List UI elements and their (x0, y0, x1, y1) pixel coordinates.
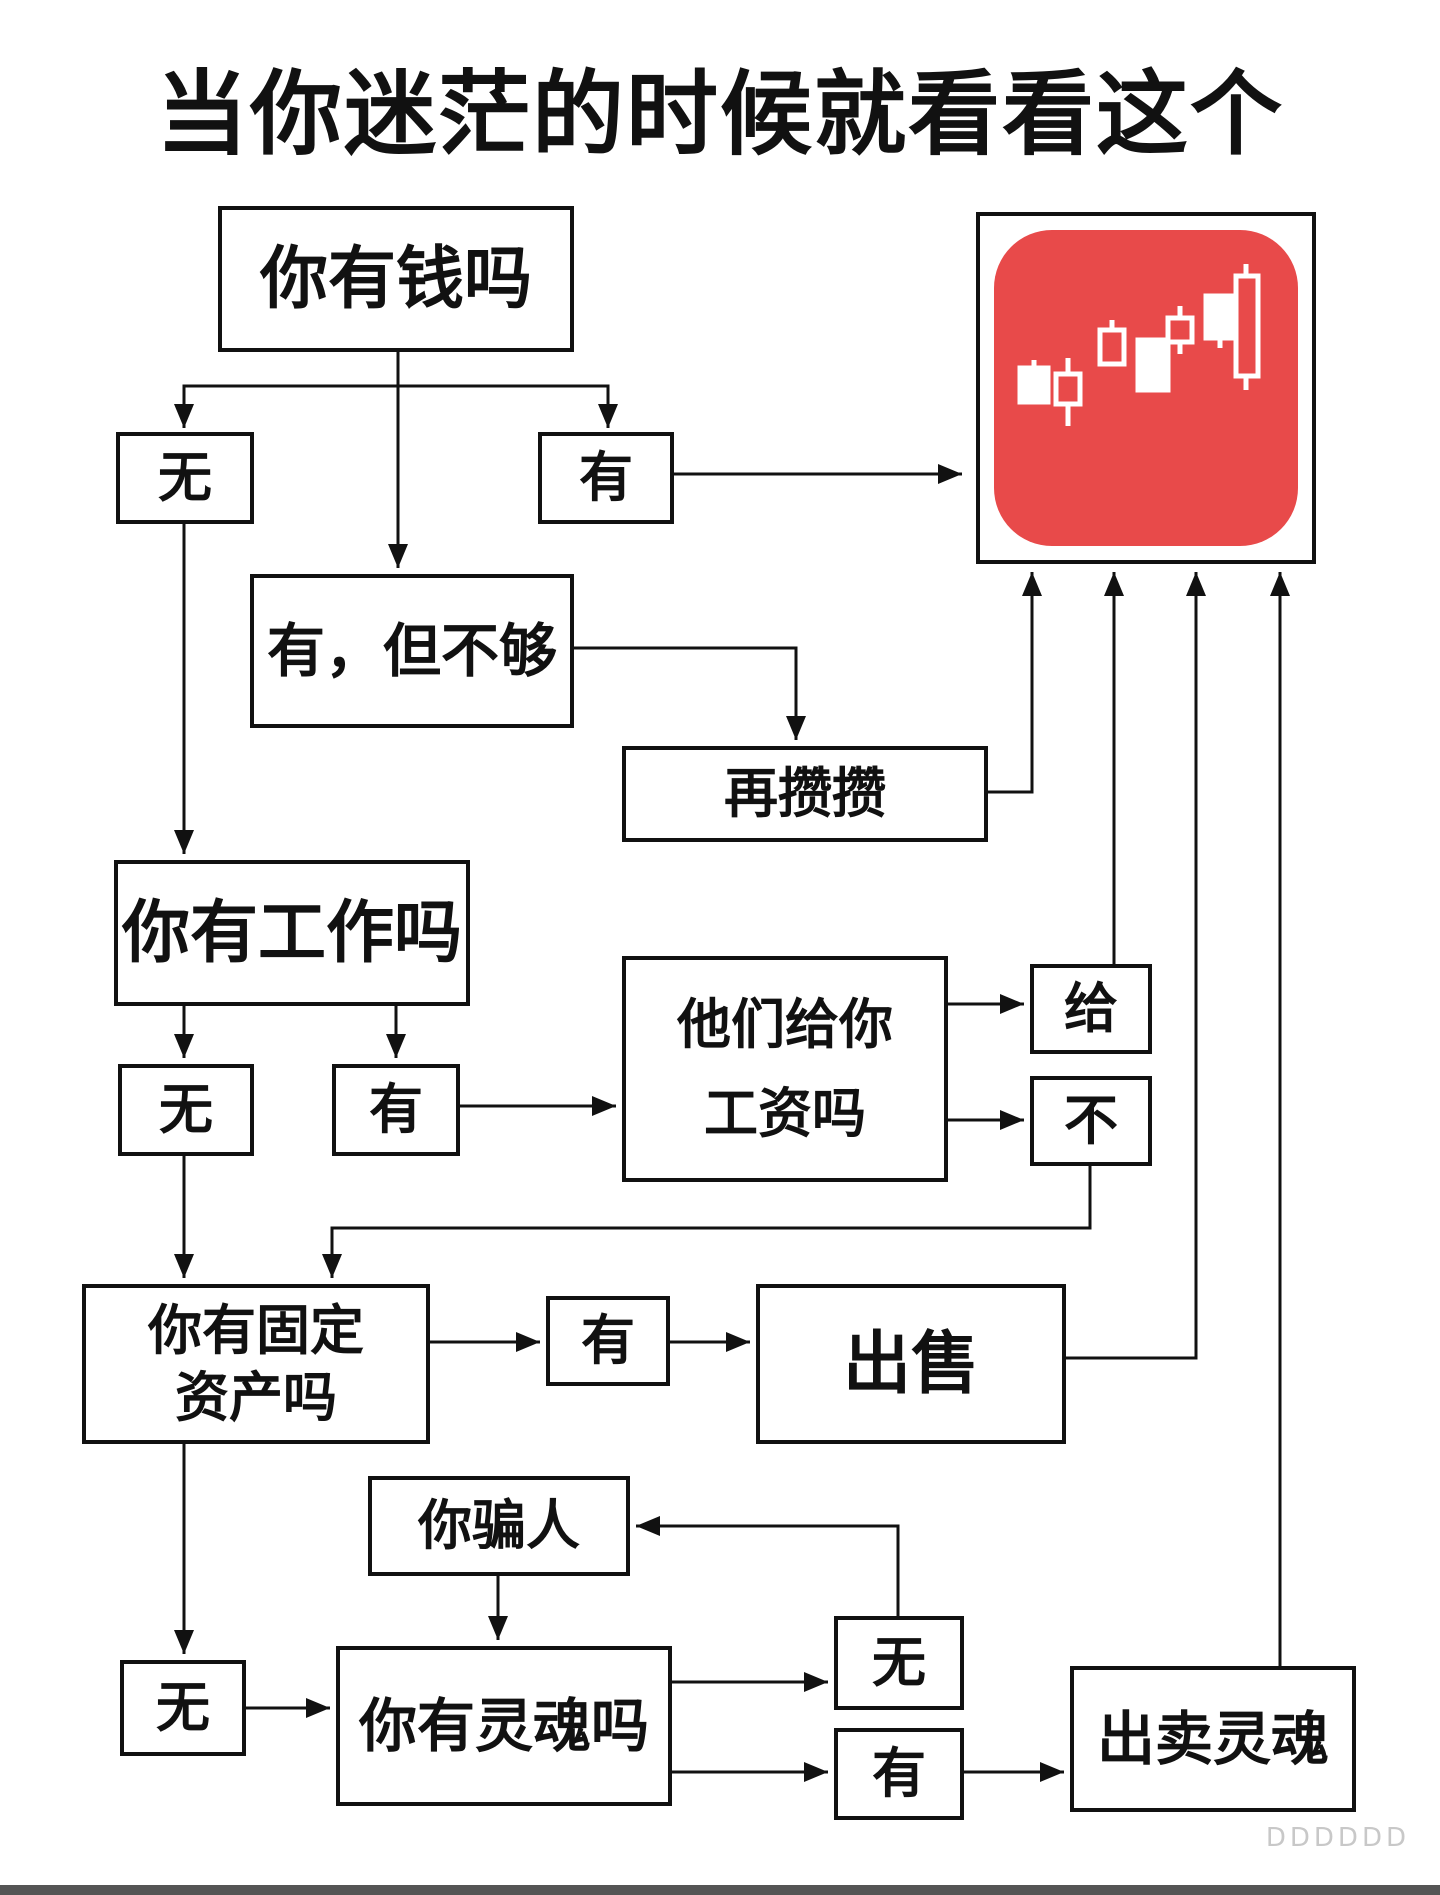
job-no-label: 无 (159, 1078, 213, 1142)
question-job-label: 你有工作吗 (121, 893, 462, 973)
arrowhead-paid-to-yes (1000, 994, 1024, 1014)
money-yes-box: 有 (538, 432, 674, 524)
arrowhead-moneyno-to-job (174, 830, 194, 854)
arrowhead-yes-to-app (938, 464, 962, 484)
question-soul-box: 你有灵魂吗 (336, 1646, 672, 1806)
arrowhead-soulno-to-scam (636, 1516, 660, 1536)
connector-money-to-no (182, 352, 400, 428)
assets-yes-box: 有 (546, 1296, 670, 1386)
assets-yes-label: 有 (581, 1309, 635, 1373)
connector-sell-to-app (1066, 572, 1198, 1360)
arrowhead-sellsoul-to-app (1270, 572, 1290, 596)
sell-soul-label: 出卖灵魂 (1096, 1704, 1329, 1773)
stock-app-frame (976, 212, 1316, 564)
connector-save-to-app (988, 572, 1034, 794)
paid-no-label: 不 (1064, 1089, 1118, 1153)
question-money-box: 你有钱吗 (218, 206, 574, 352)
arrowhead-save-to-app (1022, 572, 1042, 596)
connector-some-to-save (574, 646, 798, 740)
soul-yes-label: 有 (872, 1742, 926, 1806)
question-assets-box: 你有固定 资产吗 (82, 1284, 430, 1444)
paid-yes-label: 给 (1064, 977, 1118, 1041)
candle-body-1 (1017, 365, 1051, 405)
candle-body-4 (1135, 337, 1171, 393)
money-some-box: 有，但不够 (250, 574, 574, 728)
arrowhead-assetsno-to-soul (306, 1698, 330, 1718)
arrowhead-assets-to-yes (516, 1332, 540, 1352)
paid-yes-box: 给 (1030, 964, 1152, 1054)
save-more-label: 再攒攒 (724, 762, 886, 826)
arrowhead-paid-to-no (1000, 1110, 1024, 1130)
job-yes-box: 有 (332, 1064, 460, 1156)
arrowhead-some-to-save (786, 716, 806, 740)
assets-no-label: 无 (156, 1676, 210, 1740)
save-more-box: 再攒攒 (622, 746, 988, 842)
money-no-box: 无 (116, 432, 254, 524)
bottom-bar (0, 1885, 1440, 1895)
question-money-label: 你有钱吗 (259, 239, 532, 319)
candle-body-6 (1203, 293, 1237, 341)
arrowhead-paidyes-to-app (1104, 572, 1124, 596)
arrowhead-assetsyes-to-sell (726, 1332, 750, 1352)
question-paid-line2: 工资吗 (704, 1082, 866, 1145)
question-assets-line1: 你有固定 (148, 1298, 364, 1362)
job-no-box: 无 (118, 1064, 254, 1156)
stock-chart-app-icon (994, 230, 1298, 546)
arrowhead-soulyes-to-sellsoul (1040, 1762, 1064, 1782)
sell-label: 出售 (842, 1324, 979, 1404)
arrowhead-soul-to-yes (804, 1762, 828, 1782)
arrowhead-job-to-no (174, 1034, 194, 1058)
arrowhead-money-to-yes (598, 404, 618, 428)
money-no-label: 无 (158, 446, 212, 510)
page-title: 当你迷茫的时候就看看这个 (155, 61, 1284, 168)
arrowhead-assets-to-no (174, 1630, 194, 1654)
money-some-label: 有，但不够 (266, 616, 557, 685)
arrowhead-jobno-to-assets (174, 1254, 194, 1278)
arrowhead-job-to-yes (386, 1034, 406, 1058)
connector-money-to-yes (398, 384, 610, 428)
question-soul-label: 你有灵魂吗 (358, 1691, 649, 1760)
arrowhead-sell-to-app (1186, 572, 1206, 596)
candlestick-icon (1017, 264, 1261, 426)
candle-body-5 (1165, 315, 1195, 345)
arrowhead-scam-to-soul (488, 1616, 508, 1640)
candle-body-2 (1053, 371, 1083, 407)
watermark: DDDDDD (1265, 1823, 1410, 1853)
arrowhead-money-to-no (174, 404, 194, 428)
question-job-box: 你有工作吗 (114, 860, 470, 1006)
connector-paidno-to-assets (330, 1166, 1092, 1278)
soul-yes-box: 有 (834, 1728, 964, 1820)
job-yes-label: 有 (369, 1078, 423, 1142)
soul-no-label: 无 (872, 1631, 926, 1695)
money-yes-label: 有 (579, 446, 633, 510)
sell-box: 出售 (756, 1284, 1066, 1444)
scam-label: 你骗人 (418, 1494, 580, 1558)
arrowhead-paidno-to-assets (322, 1254, 342, 1278)
soul-no-box: 无 (834, 1616, 964, 1710)
arrowhead-jobyes-to-paid (592, 1096, 616, 1116)
paid-no-box: 不 (1030, 1076, 1152, 1166)
candle-body-3 (1097, 327, 1127, 367)
sell-soul-box: 出卖灵魂 (1070, 1666, 1356, 1812)
question-paid-line1: 他们给你 (677, 992, 893, 1056)
arrowhead-money-to-some (388, 544, 408, 568)
connector-soulno-to-scam (636, 1524, 900, 1616)
question-paid-box: 他们给你 工资吗 (622, 956, 948, 1182)
candle-body-7 (1233, 273, 1261, 379)
arrowhead-soul-to-no (804, 1672, 828, 1692)
assets-no-box: 无 (120, 1660, 246, 1756)
scam-box: 你骗人 (368, 1476, 630, 1576)
question-assets-line2: 资产吗 (175, 1366, 337, 1429)
